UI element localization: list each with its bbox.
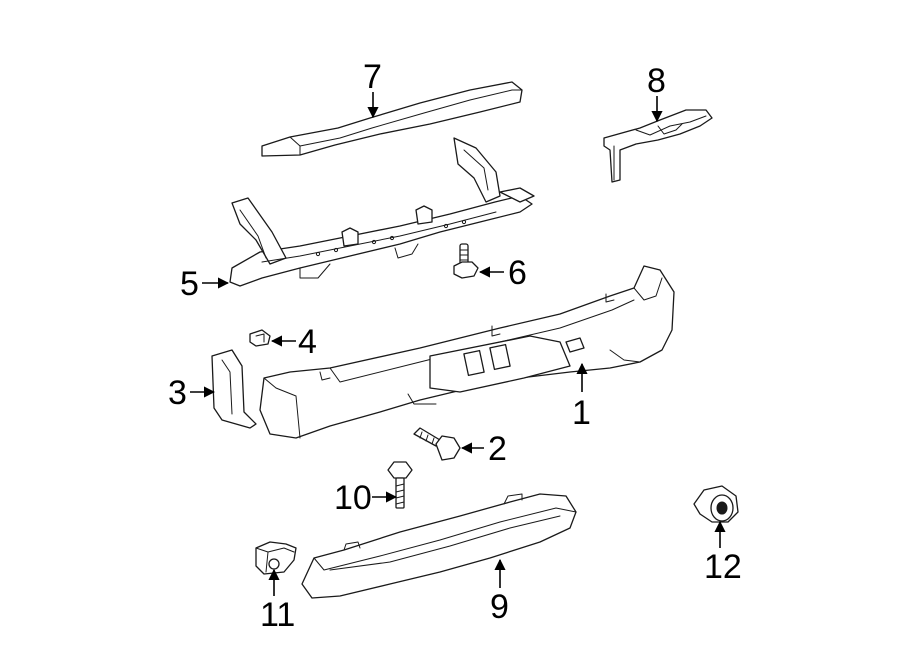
callout-label-9: 9 — [490, 588, 509, 626]
callout-label-3: 3 — [168, 374, 187, 412]
callout-label-4: 4 — [298, 323, 317, 361]
part-1-bumper — [259, 265, 675, 439]
callout-labels: 1 2 3 4 5 6 7 8 9 10 11 12 — [168, 58, 742, 634]
part-6-bolt — [453, 243, 479, 279]
callout-label-5: 5 — [180, 265, 199, 303]
callout-label-2: 2 — [488, 430, 507, 468]
callout-label-6: 6 — [508, 254, 527, 292]
callout-label-11: 11 — [260, 596, 295, 634]
part-10-bolt — [387, 461, 413, 509]
part-11-retainer — [255, 541, 297, 575]
part-5-reinforcement — [229, 137, 535, 287]
part-9-step-pad — [301, 493, 577, 599]
callout-arrows — [190, 92, 726, 596]
callout-label-10: 10 — [334, 479, 372, 517]
callout-label-7: 7 — [363, 58, 382, 96]
part-7-energy-absorber — [261, 81, 523, 157]
part-8-bracket — [603, 109, 713, 183]
part-3-end-cap — [211, 349, 257, 429]
callout-label-8: 8 — [647, 62, 666, 100]
part-12-sensor — [693, 485, 739, 523]
callout-label-1: 1 — [572, 394, 591, 432]
callout-label-12: 12 — [704, 548, 742, 586]
part-2-bolt — [413, 427, 461, 461]
part-4-clip — [249, 329, 271, 347]
